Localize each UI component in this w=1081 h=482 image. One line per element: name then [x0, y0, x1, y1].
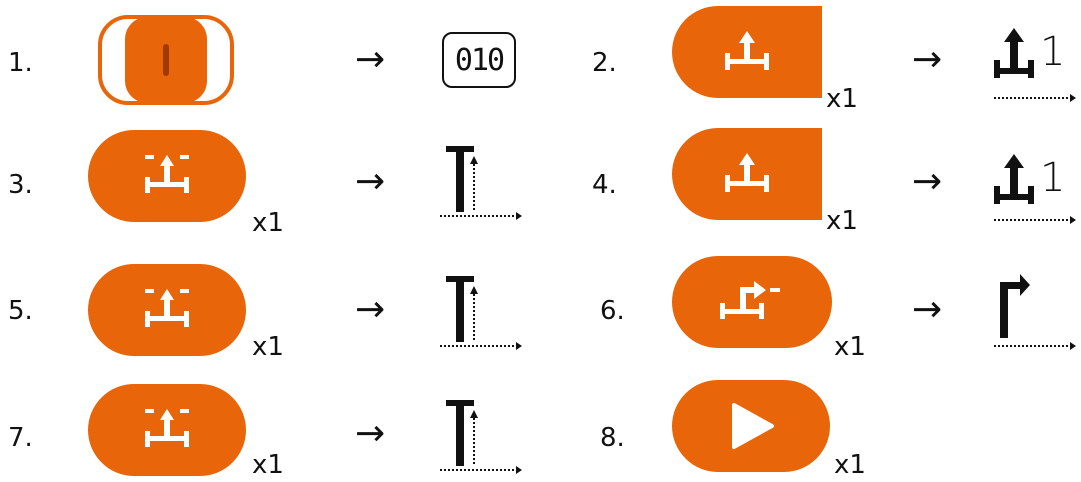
robot-move-up-icon — [994, 28, 1076, 102]
robot-turn-right-icon — [994, 274, 1076, 350]
move-up-count: 1 — [1040, 155, 1066, 201]
toggle-knob — [125, 17, 207, 103]
arrow-2: → — [912, 39, 943, 80]
item-3-multiplier: x1 — [252, 208, 284, 238]
move-up-block[interactable] — [672, 128, 822, 220]
arrow-6: → — [912, 289, 943, 330]
item-4-multiplier: x1 — [826, 206, 858, 236]
move-up-result: 1 — [990, 22, 1078, 106]
binary-counter-display: 010 — [442, 32, 516, 88]
arrow-5: → — [355, 289, 386, 330]
lift-up-block[interactable] — [88, 130, 246, 222]
lift-result-icon — [440, 276, 522, 350]
lift-up-icon — [145, 409, 189, 447]
item-7-number: 7. — [8, 423, 33, 453]
move-up-block[interactable] — [672, 6, 822, 98]
arrow-3: → — [355, 161, 386, 202]
item-5-number: 5. — [8, 296, 33, 326]
binary-counter-value: 010 — [454, 42, 505, 78]
item-6-multiplier: x1 — [834, 332, 866, 362]
lift-up-result-3 — [436, 142, 526, 224]
play-icon — [732, 403, 774, 449]
move-up-count: 1 — [1040, 29, 1066, 75]
lift-up-result-5 — [436, 272, 526, 354]
arrow-1: → — [355, 39, 386, 80]
turn-right-result — [990, 270, 1078, 354]
lift-up-icon — [145, 289, 189, 327]
item-2-multiplier: x1 — [826, 84, 858, 114]
lift-up-block[interactable] — [88, 384, 246, 476]
item-6-number: 6. — [600, 296, 625, 326]
play-block[interactable] — [672, 380, 830, 472]
item-4-number: 4. — [592, 170, 617, 200]
turn-right-block[interactable] — [672, 256, 832, 348]
item-2-number: 2. — [592, 48, 617, 78]
lift-up-result-7 — [436, 396, 526, 478]
lift-up-icon — [145, 155, 189, 193]
move-up-icon — [725, 31, 769, 70]
item-8-multiplier: x1 — [834, 450, 866, 480]
lift-up-block[interactable] — [88, 264, 246, 356]
lift-result-icon — [440, 146, 522, 220]
robot-move-up-icon — [994, 154, 1076, 224]
item-3-number: 3. — [8, 170, 33, 200]
arrow-7: → — [355, 413, 386, 454]
lift-result-icon — [440, 400, 522, 474]
arrow-4: → — [912, 161, 943, 202]
item-8-number: 8. — [600, 423, 625, 453]
item-7-multiplier: x1 — [252, 450, 284, 480]
item-1-number: 1. — [8, 48, 33, 78]
move-up-result-4: 1 — [990, 148, 1078, 232]
move-up-icon — [725, 153, 769, 192]
turn-right-icon — [720, 281, 780, 319]
toggle-switch-block[interactable] — [98, 15, 234, 105]
toggle-knob-mark — [163, 44, 169, 76]
item-5-multiplier: x1 — [252, 332, 284, 362]
